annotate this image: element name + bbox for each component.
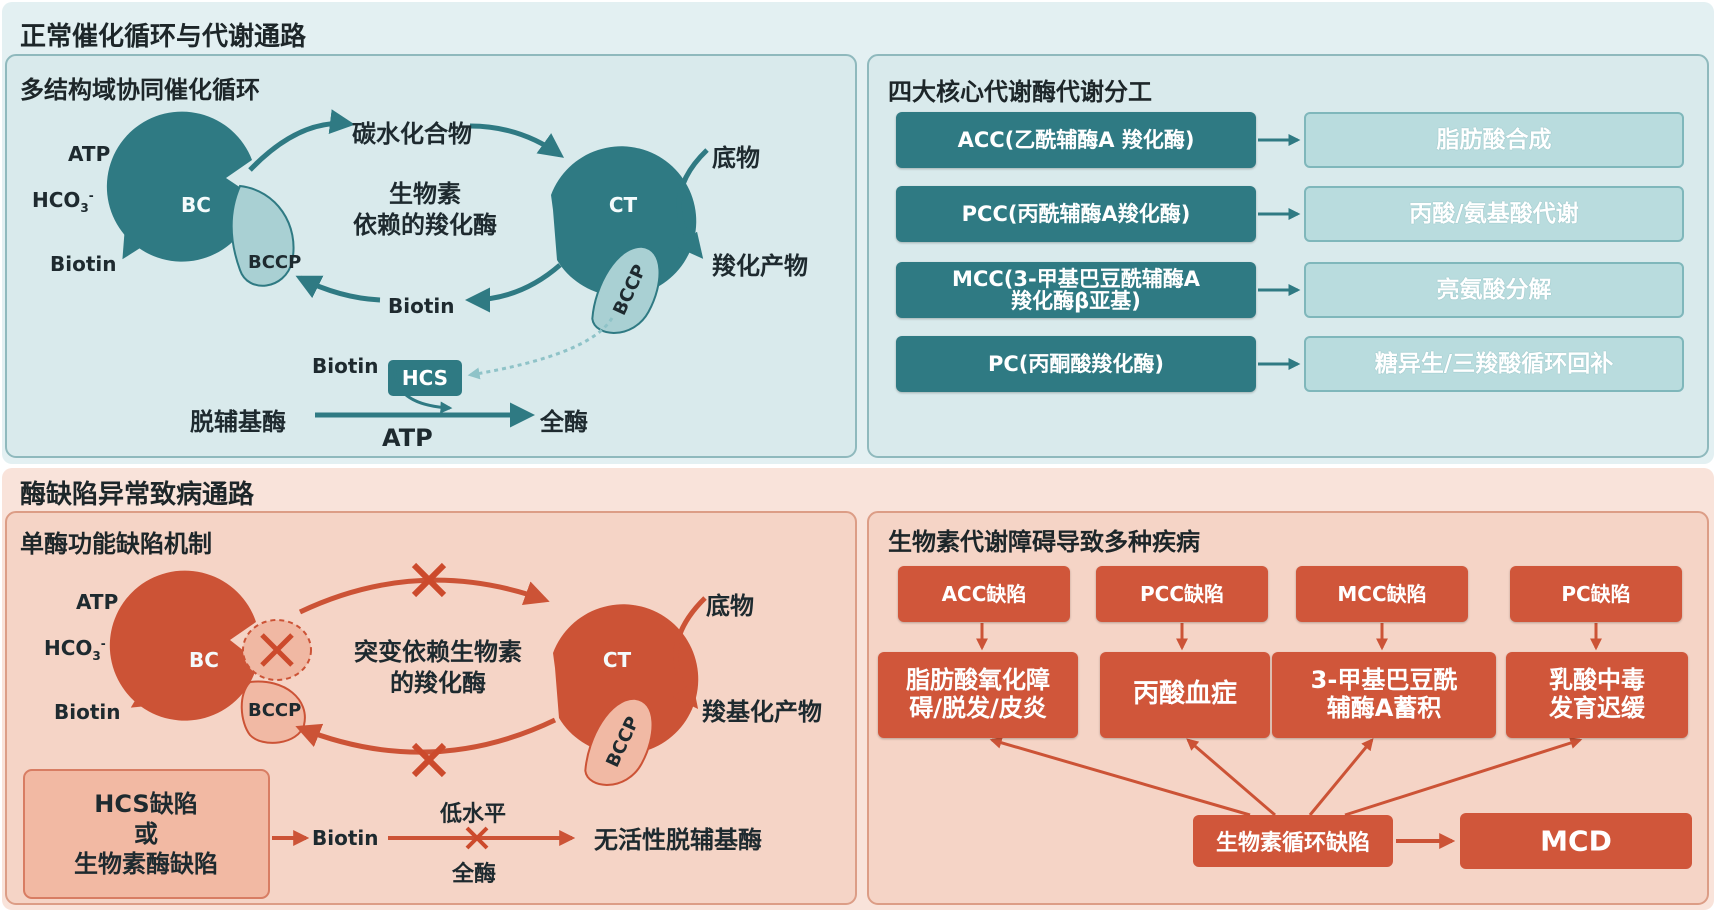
function-mcc: 亮氨酸分解 (1304, 262, 1684, 318)
defect-mcc: MCC缺陷 (1296, 566, 1468, 622)
defect-acc: ACC缺陷 (898, 566, 1070, 622)
cycle-defect-box (1193, 815, 1393, 867)
ct-mutant-shape (553, 604, 699, 755)
mutant-enzyme-label: 突变依赖生物素 的羧化酶 (354, 637, 522, 697)
bccp-domain-shape-1 (230, 184, 295, 287)
atp-bottom-label: ATP (382, 424, 433, 452)
holoenzyme-label: 全酶 (540, 408, 588, 436)
defect-pcc: PCC缺陷 (1096, 566, 1268, 622)
biotin-defect-label: Biotin (312, 826, 379, 850)
ct-mut-label: CT (602, 648, 632, 672)
cycle-defect-label: 生物素循环缺陷 (1215, 831, 1371, 856)
biotin-hcs-label: Biotin (312, 354, 379, 378)
biotin-mut-label: Biotin (54, 700, 121, 724)
atp-label: ATP (68, 142, 111, 166)
holoenzyme-defect-label: 全酶 (452, 862, 497, 887)
enzyme-mcc: MCC(3-甲基巴豆酰辅酶A 羧化酶β亚基) (896, 262, 1256, 318)
bccp-mutant-shape-1 (240, 680, 306, 744)
phenotype-pcc: 丙酸血症 (1100, 652, 1270, 738)
substrate-label: 底物 (712, 144, 760, 172)
bccp-domain-shape-2 (591, 245, 661, 334)
biotin-left-label: Biotin (50, 252, 117, 276)
inactive-apoenzyme-label: 无活性脱辅基酶 (594, 826, 762, 854)
bccp-mutant-shape-2 (584, 697, 654, 786)
bc-mut-label: BC (189, 648, 219, 672)
enzyme-pcc: PCC(丙酰辅酶A羧化酶) (896, 186, 1256, 242)
hcs-label: HCS (401, 366, 449, 390)
atp-mut-label: ATP (76, 590, 119, 614)
substrate-mut-label: 底物 (706, 592, 754, 620)
enzyme-pc: PC(丙酮酸羧化酶) (896, 336, 1256, 392)
center-enzyme-label: 生物素 依赖的羧化酶 (353, 179, 497, 239)
function-pcc: 丙酸/氨基酸代谢 (1304, 186, 1684, 242)
defect-pc: PC缺陷 (1510, 566, 1682, 622)
bccp-label-1: BCCP (248, 252, 302, 273)
bc-mutant-shape (109, 570, 259, 721)
function-pc: 糖异生/三羧酸循环回补 (1304, 336, 1684, 392)
bc-label: BC (181, 193, 211, 217)
hcs-defect-box (23, 769, 270, 899)
bccp-mut-label-1: BCCP (248, 700, 302, 721)
phenotype-acc: 脂肪酸氧化障 碍/脱发/皮炎 (878, 652, 1078, 738)
hco3-label: HCO3- (32, 188, 94, 215)
bc-domain-shape (106, 111, 257, 262)
cross-icon-bccp (260, 633, 294, 667)
carbohydrate-label: 碳水化合物 (352, 120, 472, 148)
top-left-panel-title: 多结构域协同催化循环 (20, 76, 260, 104)
function-acc: 脂肪酸合成 (1304, 112, 1684, 168)
hco3-mut-label: HCO3- (44, 636, 106, 663)
enzyme-acc: ACC(乙酰辅酶A 羧化酶) (896, 112, 1256, 168)
top-right-panel-title: 四大核心代谢酶代谢分工 (888, 78, 1152, 106)
bottom-right-panel-title: 生物素代谢障碍导致多种疾病 (888, 528, 1200, 556)
ct-domain-shape (551, 146, 697, 297)
hcs-box (388, 360, 462, 396)
bottom-left-panel-title: 单酶功能缺陷机制 (20, 530, 212, 558)
apoenzyme-label: 脱辅基酶 (190, 408, 286, 436)
biotin-return-label: Biotin (388, 294, 455, 318)
low-level-label: 低水平 (440, 802, 507, 827)
hcs-defect-label: HCS缺陷 或 生物素酶缺陷 (74, 790, 218, 878)
mcd-box (1460, 813, 1692, 869)
phenotype-mcc: 3-甲基巴豆酰 辅酶A蓄积 (1272, 652, 1496, 738)
mcd-label: MCD (1540, 824, 1612, 858)
cross-icon-top (411, 562, 447, 598)
bottom-section-title: 酶缺陷异常致病通路 (20, 480, 255, 510)
top-section-title: 正常催化循环与代谢通路 (20, 22, 307, 52)
carboxyl-product-label: 羧基化产物 (702, 698, 822, 726)
product-label: 羧化产物 (712, 252, 808, 280)
cross-icon-holoenzyme (465, 826, 489, 850)
cross-icon-bottom (411, 742, 447, 778)
phenotype-pc: 乳酸中毒 发育迟缓 (1506, 652, 1688, 738)
ct-label: CT (608, 193, 638, 217)
